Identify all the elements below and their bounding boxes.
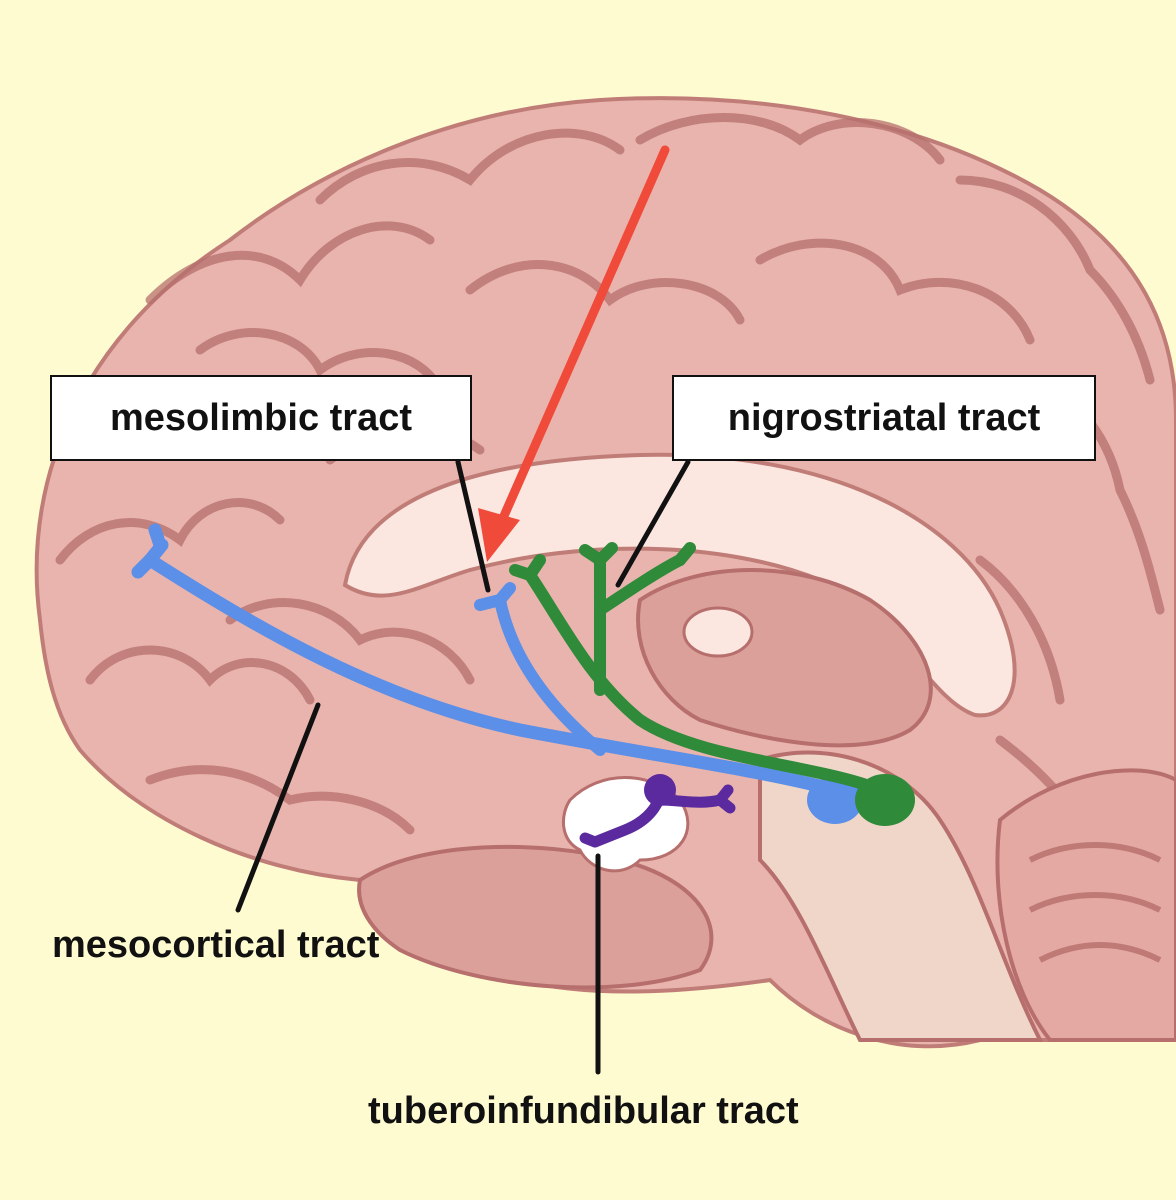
label-mesolimbic-tract: mesolimbic tract: [50, 375, 472, 461]
leader-lines: [235, 459, 691, 1075]
mesolimbic-pathway: [474, 582, 606, 756]
label-tuberoinfundibular-tract: tuberoinfundibular tract: [368, 1090, 799, 1132]
nigrostriatal-pathway: [509, 542, 886, 796]
cerebellum: [995, 768, 1176, 1042]
vta-blob: [807, 776, 863, 824]
leader-mesolimbic: [455, 459, 491, 593]
interthalamic-adhesion: [682, 606, 754, 658]
brainstem: [758, 750, 1044, 1042]
leader-nigrostriatal: [615, 459, 691, 588]
leader-mesocortical: [235, 702, 321, 913]
cerebellum-folia: [1028, 842, 1162, 963]
substantia-nigra-blob: [855, 774, 915, 826]
arcuate-nucleus-blob: [644, 774, 676, 806]
pointer-arrow: [478, 145, 670, 562]
mesocortical-pathway: [131, 523, 842, 797]
label-nigrostriatal-tract: nigrostriatal tract: [672, 375, 1096, 461]
label-mesocortical-tract: mesocortical tract: [52, 924, 380, 966]
temporal-lobe: [357, 844, 714, 990]
